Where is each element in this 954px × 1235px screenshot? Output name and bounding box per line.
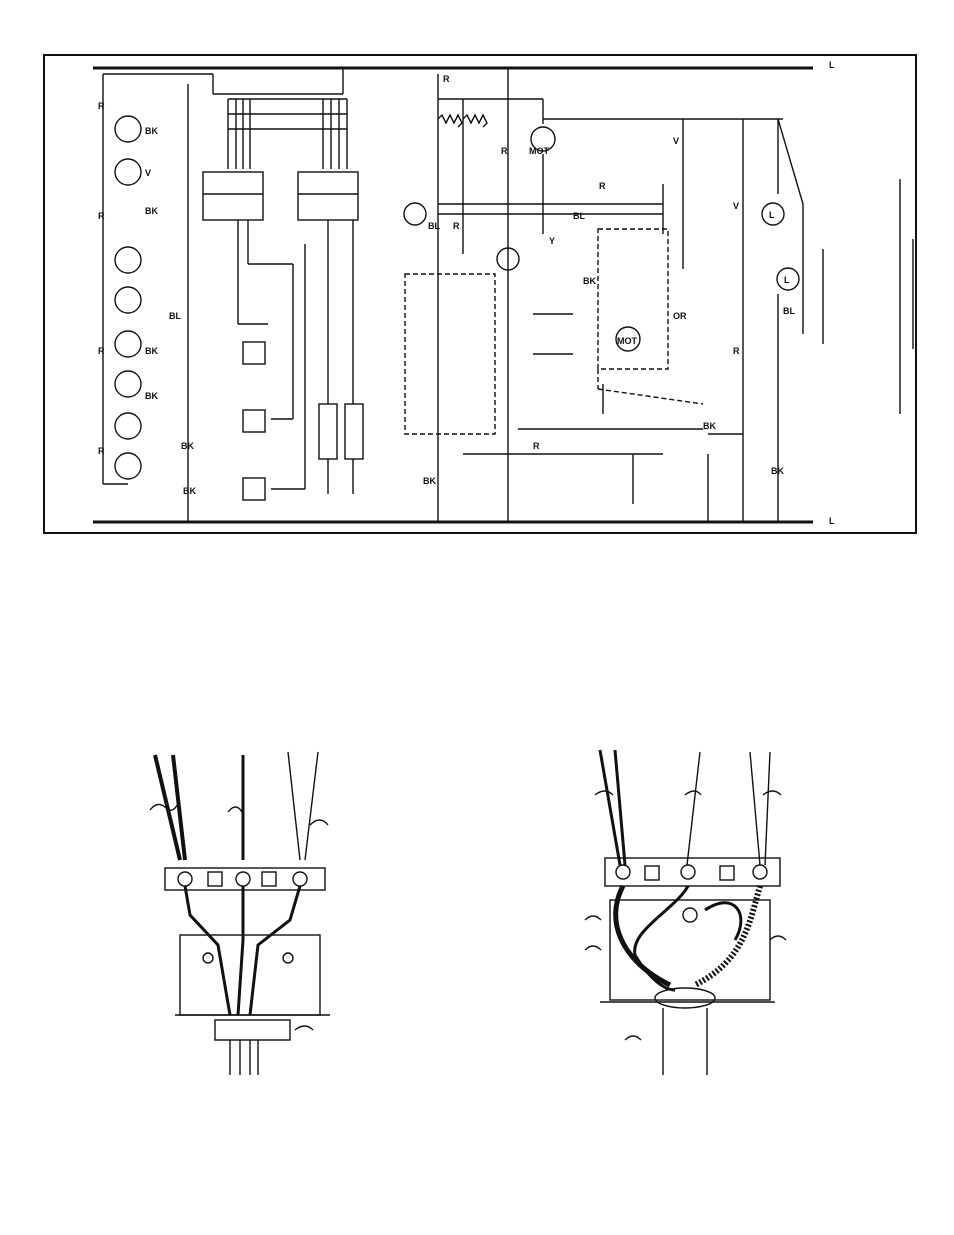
control-block-right <box>298 172 358 220</box>
wire-label-r: R <box>599 181 606 191</box>
wire-label-bk: BK <box>145 126 158 136</box>
wire-label-r: R <box>98 346 105 356</box>
wire-label-v: V <box>145 168 151 178</box>
terminal-block-four-wire <box>575 740 800 1080</box>
wire-label-r: R <box>98 446 105 456</box>
strain-relief-clamp <box>215 1020 290 1040</box>
wire-label-bk: BK <box>423 476 436 486</box>
terminal-strip <box>605 858 780 886</box>
relay-box <box>405 274 495 434</box>
infinite-switch-icon <box>115 159 141 185</box>
wire-label-r: R <box>98 211 105 221</box>
wire-label-or: OR <box>673 311 687 321</box>
wire-label-bl: BL <box>573 211 585 221</box>
wire-label-bk: BK <box>583 276 596 286</box>
wire-label-bk: BK <box>183 486 196 496</box>
wire-label-bl: BL <box>783 306 795 316</box>
infinite-switch-icon <box>115 116 141 142</box>
sensor-3 <box>243 478 265 500</box>
infinite-switch-icon <box>115 247 141 273</box>
control-block-left <box>203 172 263 220</box>
supply-label-bottom: L <box>829 516 835 526</box>
wire-label-bk: BK <box>703 421 716 431</box>
heating-element-icon <box>438 115 462 127</box>
lamp-label: L <box>784 275 790 285</box>
infinite-switch-icon <box>115 287 141 313</box>
cable-grommet <box>655 988 715 1008</box>
heating-element-icon <box>463 115 487 127</box>
wire-label-bk: BK <box>771 466 784 476</box>
wire-label-bk: BK <box>145 391 158 401</box>
supply-label-top: L <box>829 60 835 70</box>
wire-label-r: R <box>98 101 105 111</box>
infinite-switch-icon <box>115 453 141 479</box>
wire-label-v: V <box>673 136 679 146</box>
wire-label-v: V <box>733 201 739 211</box>
motor-label: MOT <box>617 336 637 346</box>
resistor-element-2 <box>345 404 363 459</box>
wire-label-bk: BK <box>145 346 158 356</box>
timer-box <box>598 229 668 369</box>
wire-label-r: R <box>533 441 540 451</box>
wire-label-y: Y <box>549 236 555 246</box>
wiring-schematic: L L R BK V R BK BL R BK BK R BK R R BL R… <box>43 54 917 534</box>
infinite-switch-icon <box>115 371 141 397</box>
wire-label-r: R <box>443 74 450 84</box>
wire-label-bk: BK <box>145 206 158 216</box>
infinite-switch-icon <box>115 331 141 357</box>
wire-label-bl: BL <box>428 221 440 231</box>
terminal-block-three-wire <box>140 740 350 1080</box>
wire-label-bk: BK <box>181 441 194 451</box>
lamp-label: L <box>769 210 775 220</box>
wire-label-bl: BL <box>169 311 181 321</box>
resistor-element-1 <box>319 404 337 459</box>
motor-label: MOT <box>529 146 549 156</box>
sensor-1 <box>243 342 265 364</box>
sensor-2 <box>243 410 265 432</box>
wire-label-r: R <box>453 221 460 231</box>
wire-label-r: R <box>501 146 508 156</box>
wire-label-r: R <box>733 346 740 356</box>
infinite-switch-icon <box>115 413 141 439</box>
